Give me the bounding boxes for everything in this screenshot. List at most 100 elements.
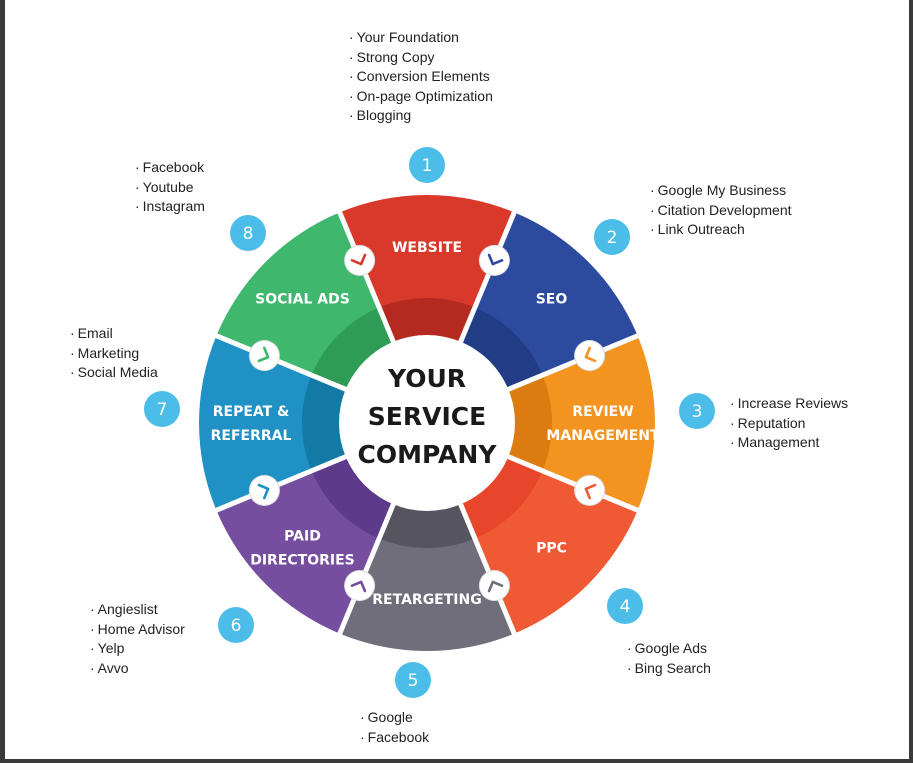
bullet-dot-icon: · xyxy=(650,182,655,198)
bullet-item: ·Bing Search xyxy=(627,659,711,679)
number-badge-3: 3 xyxy=(679,393,715,429)
bullet-text: Marketing xyxy=(77,344,140,361)
seo-bullet-list: ·Google My Business·Citation Development… xyxy=(650,181,792,240)
review-management-bullet-list: ·Increase Reviews·Reputation·Management xyxy=(730,394,848,453)
segment-divider xyxy=(211,331,352,394)
badge-number: 2 xyxy=(607,228,618,248)
bullet-item: ·Avvo xyxy=(90,659,185,679)
bullet-dot-icon: · xyxy=(90,659,95,676)
retargeting-bullet-list: ·Google·Facebook xyxy=(360,708,429,747)
bullet-text: Instagram xyxy=(142,198,205,214)
bullet-item: ·Your Foundation xyxy=(349,28,493,48)
badge-number: 8 xyxy=(243,224,254,244)
bullet-dot-icon: · xyxy=(360,709,365,725)
website-bullet-list: ·Your Foundation·Strong Copy·Conversion … xyxy=(349,28,493,126)
bullet-item: ·Yelp xyxy=(90,639,185,659)
number-badge-layer: 1 2 3 4 5 6 7 8 xyxy=(144,147,715,698)
bullet-dot-icon: · xyxy=(135,159,140,175)
bullet-text: Home Advisor xyxy=(97,620,185,637)
retargeting-label: RETARGETING xyxy=(372,592,481,608)
bullet-item: ·On-page Optimization xyxy=(349,87,493,107)
bullet-dot-icon: · xyxy=(730,434,735,450)
bullet-item: ·Youtube xyxy=(135,178,205,198)
chevron-icon xyxy=(344,570,376,602)
bullet-dot-icon: · xyxy=(349,87,354,104)
number-badge-5: 5 xyxy=(395,662,431,698)
bullet-item: ·Google xyxy=(360,708,429,728)
bullet-text: Bing Search xyxy=(634,659,711,676)
bullet-item: ·Conversion Elements xyxy=(349,67,493,87)
center-title-line-1: YOUR xyxy=(387,364,466,393)
bullet-item: ·Reputation xyxy=(730,414,848,434)
chevron-icon xyxy=(574,340,606,372)
bullet-dot-icon: · xyxy=(90,601,95,617)
bullet-text: Blogging xyxy=(356,107,412,123)
chevron-icon xyxy=(248,474,280,506)
badge-number: 3 xyxy=(692,402,703,422)
paid-directories-label: PAID xyxy=(284,529,321,545)
segment-divider xyxy=(502,331,643,394)
bullet-text: Increase Reviews xyxy=(737,395,849,411)
badge-number: 5 xyxy=(408,671,419,691)
divider-layer xyxy=(211,207,643,639)
number-badge-8: 8 xyxy=(230,215,266,251)
segment-divider xyxy=(335,498,398,639)
bullet-dot-icon: · xyxy=(135,178,140,195)
bullet-dot-icon: · xyxy=(349,68,354,84)
bullet-item: ·Home Advisor xyxy=(90,620,185,640)
chevron-icon xyxy=(478,244,510,276)
number-badge-2: 2 xyxy=(594,219,630,255)
number-badge-6: 6 xyxy=(218,607,254,643)
bullet-item: ·Citation Development xyxy=(650,201,792,221)
chevron-icon xyxy=(344,244,376,276)
badge-number: 7 xyxy=(157,400,168,420)
bullet-text: Facebook xyxy=(367,728,430,745)
bullet-text: Management xyxy=(737,434,820,450)
bullet-dot-icon: · xyxy=(90,640,95,656)
bullet-dot-icon: · xyxy=(70,344,75,361)
bullet-item: ·Strong Copy xyxy=(349,48,493,68)
center-circle xyxy=(339,335,515,511)
segment-divider xyxy=(335,207,398,348)
bullet-text: Email xyxy=(77,325,113,341)
bullet-text: Facebook xyxy=(142,159,205,175)
bullet-dot-icon: · xyxy=(650,221,655,237)
bullet-dot-icon: · xyxy=(730,414,735,431)
bullet-text: Yelp xyxy=(97,640,125,656)
bullet-text: Reputation xyxy=(737,414,806,431)
bullet-item: ·Increase Reviews xyxy=(730,394,848,414)
bullet-text: Social Media xyxy=(77,364,158,380)
bullet-dot-icon: · xyxy=(349,107,354,123)
badge-number: 1 xyxy=(422,156,433,176)
repeat-referral-label: REPEAT & xyxy=(213,404,290,420)
paid-directories-bullet-list: ·Angieslist·Home Advisor·Yelp·Avvo xyxy=(90,600,185,678)
bullet-item: ·Blogging xyxy=(349,106,493,126)
center-hub: YOUR SERVICE COMPANY xyxy=(339,335,515,511)
bullet-dot-icon: · xyxy=(349,29,354,45)
bullet-text: Citation Development xyxy=(657,201,792,218)
bullet-text: Google My Business xyxy=(657,182,787,198)
bullet-text: Youtube xyxy=(142,178,194,195)
review-management-label: MANAGEMENT xyxy=(546,428,660,444)
bullet-dot-icon: · xyxy=(730,395,735,411)
center-title-line-2: SERVICE xyxy=(368,402,486,431)
bullet-item: ·Facebook xyxy=(135,158,205,178)
bullet-dot-icon: · xyxy=(627,659,632,676)
bullet-item: ·Link Outreach xyxy=(650,220,792,240)
bullet-dot-icon: · xyxy=(349,48,354,65)
segment-divider xyxy=(502,452,643,515)
social-ads-label: SOCIAL ADS xyxy=(255,292,350,308)
badge-number: 6 xyxy=(231,616,242,636)
chevron-icon xyxy=(574,474,606,506)
segment-divider xyxy=(456,498,519,639)
repeat-referral-label: REFERRAL xyxy=(211,428,292,444)
bullet-dot-icon: · xyxy=(360,728,365,745)
chevron-icon xyxy=(478,570,510,602)
number-badge-4: 4 xyxy=(607,588,643,624)
review-management-label: REVIEW xyxy=(572,404,633,420)
bullet-text: Conversion Elements xyxy=(356,68,490,84)
segment-divider xyxy=(456,207,519,348)
ppc-bullet-list: ·Google Ads·Bing Search xyxy=(627,639,711,678)
repeat-referral-bullet-list: ·Email·Marketing·Social Media xyxy=(70,324,158,383)
